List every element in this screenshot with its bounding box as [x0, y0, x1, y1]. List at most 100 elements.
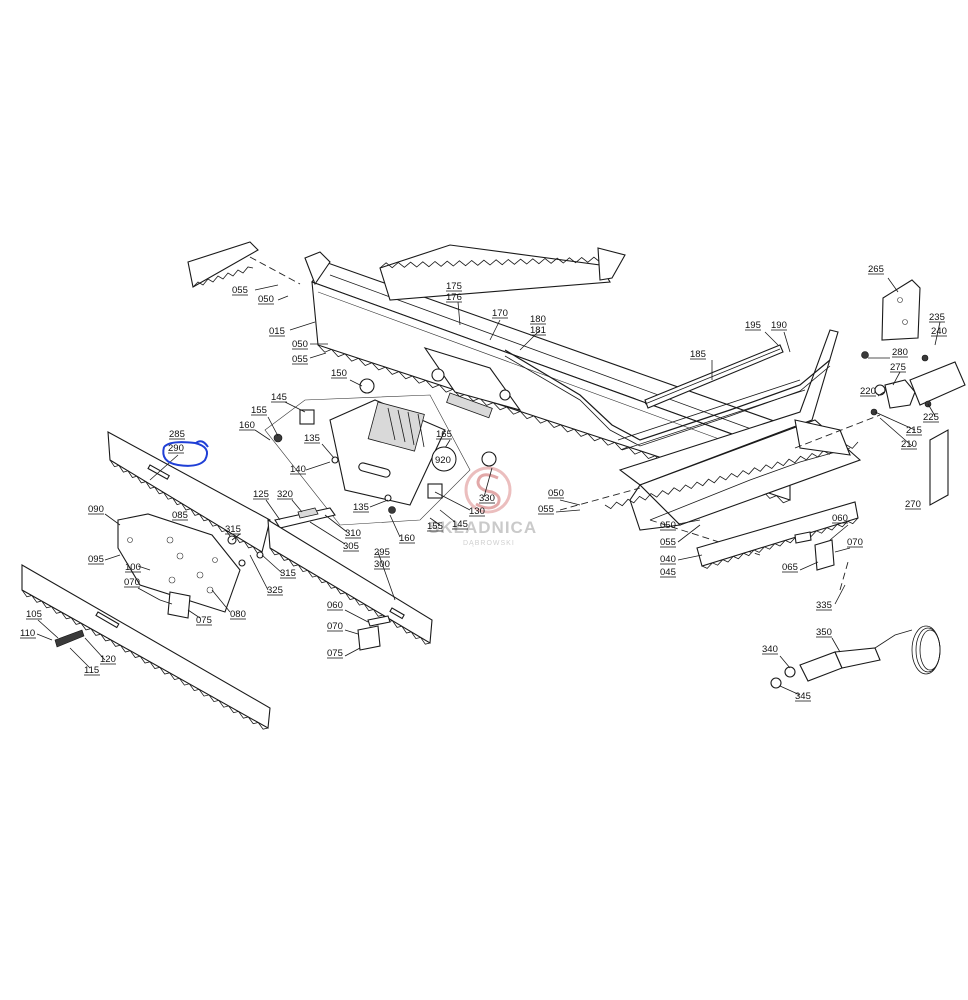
part-label-305: 305	[343, 541, 359, 552]
leader-line	[324, 514, 348, 533]
blade-040	[696, 501, 859, 569]
part-label-155: 155	[427, 521, 443, 532]
part-label-120: 120	[100, 654, 116, 665]
part-label-300: 300	[374, 559, 390, 570]
leader-line	[555, 509, 581, 513]
leader-line	[137, 565, 151, 571]
blade-120	[21, 564, 271, 730]
part-label-140: 140	[290, 464, 306, 475]
leader-line	[779, 655, 791, 669]
leader-line	[249, 554, 269, 591]
leader-line	[149, 454, 179, 481]
circled-label-920: 920	[431, 446, 457, 472]
leader-line	[779, 685, 801, 696]
part-label-170: 170	[492, 308, 508, 319]
blade-295	[267, 518, 433, 645]
part-label-155: 155	[251, 405, 267, 416]
leader-line	[377, 551, 396, 601]
part-label-210: 210	[901, 439, 917, 450]
part-label-220: 220	[860, 386, 876, 397]
part-label-285: 285	[169, 429, 185, 440]
leader-line	[321, 443, 335, 459]
part-label-135: 135	[304, 433, 320, 444]
leader-line	[483, 467, 493, 498]
part-label-350: 350	[816, 627, 832, 638]
part-label-130: 130	[469, 506, 485, 517]
part-label-055: 055	[538, 504, 554, 515]
part-label-055: 055	[660, 537, 676, 548]
part-label-075: 075	[327, 648, 343, 659]
part-label-060: 060	[832, 513, 848, 524]
part-label-195: 195	[745, 320, 761, 331]
part-label-045: 045	[660, 567, 676, 578]
center-bracket	[423, 347, 522, 419]
part-label-275: 275	[890, 362, 906, 373]
leader-line	[187, 609, 201, 619]
leader-line	[559, 499, 581, 506]
part-label-085: 085	[172, 510, 188, 521]
part-label-315: 315	[225, 524, 241, 535]
leader-line	[309, 352, 327, 359]
leader-line	[389, 514, 401, 538]
part-label-055: 055	[292, 354, 308, 365]
leader-line	[36, 633, 53, 641]
part-label-055: 055	[232, 285, 248, 296]
part-label-095: 095	[88, 554, 104, 565]
leader-line	[84, 637, 106, 661]
part-label-165: 165	[436, 429, 452, 440]
leader-line	[927, 403, 936, 417]
part-label-160: 160	[399, 533, 415, 544]
right-side-frame	[604, 329, 862, 531]
part-label-295: 295	[374, 547, 390, 558]
part-label-060: 060	[327, 600, 343, 611]
leader-line	[434, 491, 471, 511]
leader-line	[834, 547, 851, 553]
part-label-310: 310	[345, 528, 361, 539]
leader-line	[104, 513, 121, 526]
part-label-050: 050	[660, 520, 676, 531]
part-label-180: 180	[530, 314, 546, 325]
clamp-plate-075	[159, 591, 191, 619]
part-label-075: 075	[196, 615, 212, 626]
part-label-145: 145	[271, 392, 287, 403]
part-label-050: 050	[292, 339, 308, 350]
part-label-235: 235	[929, 312, 945, 323]
leader-line	[231, 533, 241, 541]
leader-line	[284, 401, 306, 413]
leader-line	[877, 391, 885, 397]
leader-line	[799, 561, 819, 571]
leader-line	[344, 647, 361, 657]
part-label-340: 340	[762, 644, 778, 655]
part-label-335: 335	[816, 600, 832, 611]
leader-line	[104, 554, 121, 561]
part-label-135: 135	[353, 502, 369, 513]
part-label-070: 070	[847, 537, 863, 548]
leader-line	[783, 331, 791, 353]
part-label-070: 070	[124, 577, 140, 588]
leader-lines	[36, 277, 941, 696]
leader-line	[349, 379, 363, 387]
leader-line	[254, 429, 271, 441]
part-label-050: 050	[258, 294, 274, 305]
part-label-100: 100	[125, 562, 141, 573]
leader-line	[291, 499, 303, 513]
part-label-160: 160	[239, 420, 255, 431]
leader-line	[489, 319, 501, 341]
leader-line	[677, 554, 703, 561]
leader-line	[137, 587, 161, 601]
assembly-dashed-lines	[249, 256, 881, 591]
clamp-110	[54, 629, 85, 648]
leader-line	[265, 499, 281, 521]
bent-rod	[504, 349, 831, 447]
leader-line	[305, 461, 331, 471]
clamp-plate-075-b	[357, 615, 391, 651]
leader-line	[289, 321, 316, 331]
part-label-070: 070	[327, 621, 343, 632]
handle-350	[770, 625, 941, 689]
part-label-175: 175	[446, 281, 462, 292]
guard-270	[929, 429, 949, 506]
part-label-345: 345	[795, 691, 811, 702]
hinge-275	[861, 351, 966, 416]
leader-line	[829, 524, 849, 541]
